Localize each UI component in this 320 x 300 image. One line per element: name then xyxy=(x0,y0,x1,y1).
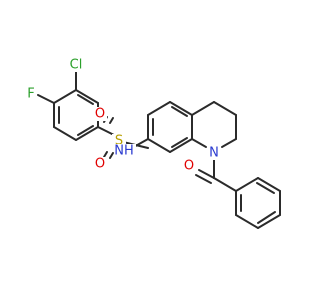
sulfonyl-oxygen-top-label: O xyxy=(95,107,105,122)
molecule-structure: Cl F S O O NH N O xyxy=(25,57,281,229)
bond xyxy=(77,125,94,136)
bond xyxy=(195,174,212,184)
bond xyxy=(221,138,237,148)
bond xyxy=(75,126,99,141)
carbonyl-oxygen-label: O xyxy=(184,159,194,174)
bond xyxy=(53,126,77,141)
ring-nitrogen-label: N xyxy=(209,146,219,161)
bond xyxy=(109,152,114,159)
bond xyxy=(257,211,276,224)
bond xyxy=(191,138,207,148)
bond-lines xyxy=(37,71,281,229)
fluorine-atom-label: F xyxy=(27,87,34,102)
bond xyxy=(169,101,193,116)
bond xyxy=(147,138,171,153)
bond xyxy=(171,106,188,117)
bond xyxy=(169,138,193,153)
bond xyxy=(171,137,188,148)
bond xyxy=(109,117,114,124)
atom-labels: Cl F S O O NH N O xyxy=(25,58,221,174)
bond xyxy=(53,89,77,104)
bond xyxy=(191,101,215,116)
bond xyxy=(256,182,275,194)
bond xyxy=(147,101,171,116)
bond xyxy=(213,101,237,116)
bond xyxy=(103,151,108,158)
bond xyxy=(75,89,99,104)
bond xyxy=(77,94,94,105)
bond xyxy=(97,126,115,136)
bond xyxy=(257,177,281,192)
bond xyxy=(37,94,55,104)
bond xyxy=(257,214,281,229)
sulfonyl-oxygen-bottom-label: O xyxy=(95,157,105,172)
bond xyxy=(235,214,259,229)
bond xyxy=(235,177,259,192)
amine-nh-label: NH xyxy=(114,144,134,159)
bond xyxy=(198,169,215,179)
chlorine-atom-label: Cl xyxy=(70,58,83,73)
sulfur-atom-label: S xyxy=(115,134,123,149)
bond xyxy=(213,177,237,192)
